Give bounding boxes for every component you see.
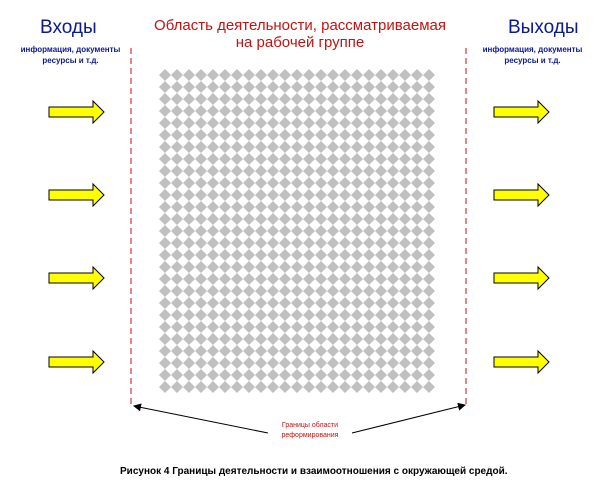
input-arrows [48,99,105,375]
output-arrow [493,99,550,125]
boundary-pointer-left [133,403,269,434]
activity-area-title: Область деятельности, рассматриваемая на… [140,17,460,51]
output-arrow [493,349,550,375]
boundary-pointer-right [351,402,466,434]
output-arrow [493,265,550,291]
output-arrow [493,182,550,208]
activity-area-title-line2: на рабочей группе [235,34,365,51]
inputs-subtitle: информация, документы ресурсы и т.д. [8,44,133,66]
inputs-subtitle-line2: ресурсы и т.д. [42,56,99,65]
boundary-label: Границы области реформирования [262,421,358,441]
input-arrow [48,99,105,125]
input-arrow [48,182,105,208]
inputs-title: Входы [40,17,97,38]
input-arrow [48,265,105,291]
activity-area-pattern [159,69,435,393]
outputs-subtitle-line2: ресурсы и т.д. [504,56,561,65]
figure-caption: Рисунок 4 Границы деятельности и взаимоо… [120,466,508,477]
input-arrow [48,349,105,375]
boundary-label-line1: Границы области [281,422,339,429]
outputs-title: Выходы [508,17,579,38]
outputs-subtitle: информация, документы ресурсы и т.д. [470,44,595,66]
inputs-subtitle-line1: информация, документы [20,45,121,54]
boundary-label-line2: реформирования [281,432,339,439]
activity-area-title-line1: Область деятельности, рассматриваемая [154,17,446,34]
output-arrows [493,99,550,375]
outputs-subtitle-line1: информация, документы [482,45,583,54]
